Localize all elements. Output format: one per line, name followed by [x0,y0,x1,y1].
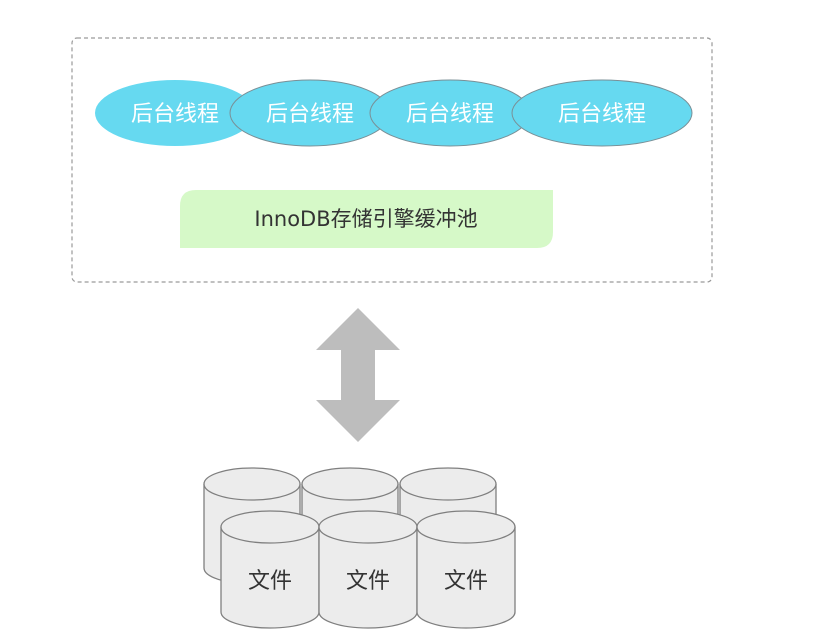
thread-label-2: 后台线程 [266,102,354,127]
buffer-pool: InnoDB存储引擎缓冲池 [180,190,553,248]
thread-ellipse-1: 后台线程 [95,80,255,146]
buffer-pool-label: InnoDB存储引擎缓冲池 [254,207,477,231]
thread-ellipse-2: 后台线程 [229,79,391,147]
file-cylinder-1: 文件 [220,510,320,629]
file-cylinder-3: 文件 [416,510,516,629]
double-arrow-icon [316,308,400,442]
data-files: 文件 文件 文件 [203,467,516,629]
file-label-1: 文件 [248,569,292,594]
background-threads: 后台线程 后台线程 后台线程 后台线程 [95,79,693,147]
buffer-pool-shape [180,190,553,248]
thread-ellipse-3: 后台线程 [369,79,531,147]
memory-region-frame [71,37,713,283]
file-cylinder-2: 文件 [318,510,418,629]
thread-ellipse-4: 后台线程 [511,79,693,147]
thread-label-1: 后台线程 [131,102,219,127]
thread-label-3: 后台线程 [406,102,494,127]
thread-label-4: 后台线程 [558,102,646,127]
file-label-2: 文件 [346,569,390,594]
file-label-3: 文件 [444,569,488,594]
